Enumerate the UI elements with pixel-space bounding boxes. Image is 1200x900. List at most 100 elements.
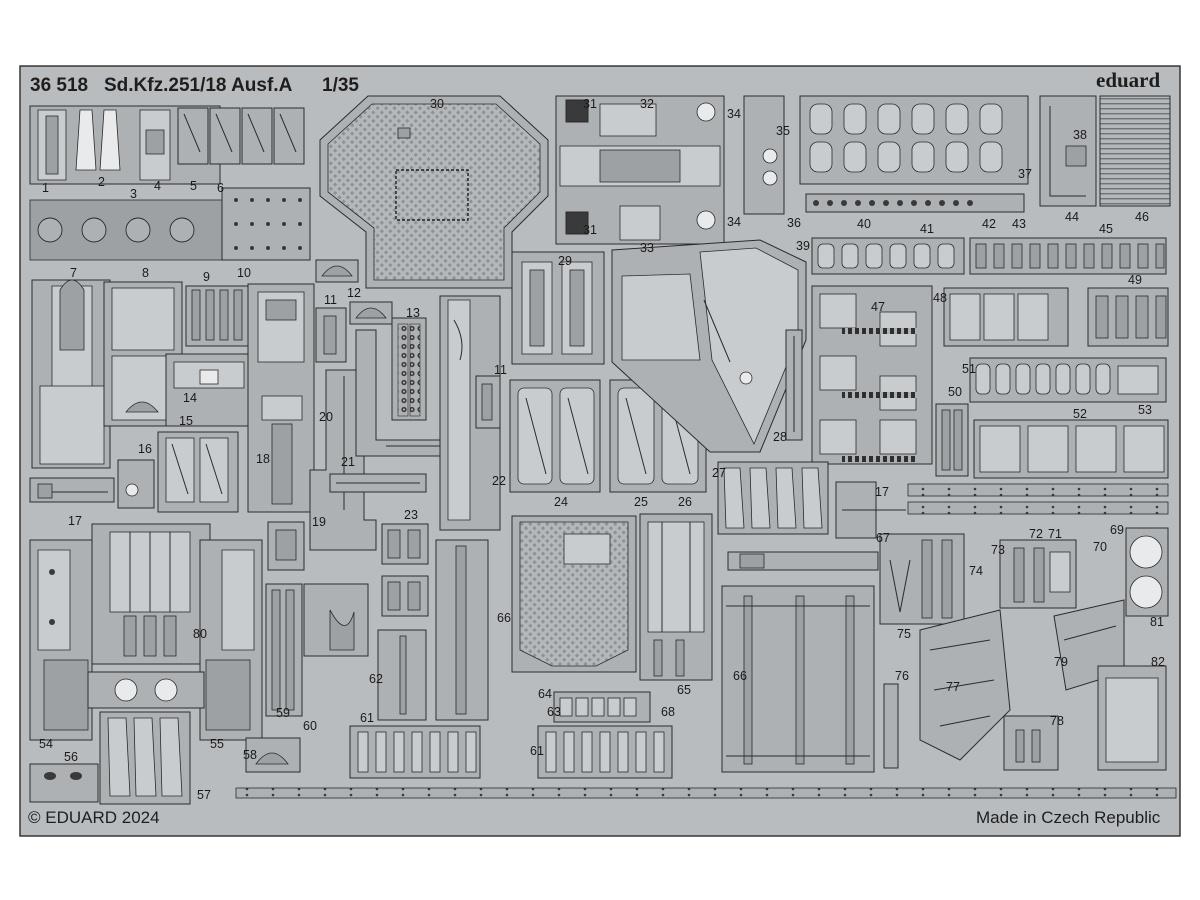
part-label-l1: 1 <box>42 181 49 195</box>
part-label-l13: 13 <box>406 306 420 320</box>
part-30-mesh-plate <box>315 95 549 325</box>
parts-35-38-40-group <box>743 95 1097 215</box>
part-label-l30: 30 <box>430 97 444 111</box>
part-label-l12: 12 <box>347 286 361 300</box>
parts-11-13-21-23-group <box>265 295 501 721</box>
part-label-l61b: 61 <box>530 744 544 758</box>
part-label-l48: 48 <box>933 291 947 305</box>
part-label-l50: 50 <box>948 385 962 399</box>
product-number: 36 518 <box>30 75 88 96</box>
part-label-l56: 56 <box>64 750 78 764</box>
part-label-l65: 65 <box>677 683 691 697</box>
part-label-l8: 8 <box>142 266 149 280</box>
part-label-l15: 15 <box>179 414 193 428</box>
parts-61-strips <box>349 725 673 779</box>
part-label-l44: 44 <box>1065 210 1079 224</box>
part-label-l6: 6 <box>217 181 224 195</box>
part-label-l49: 49 <box>1128 273 1142 287</box>
part-label-l2: 2 <box>98 175 105 189</box>
part-label-l14: 14 <box>183 391 197 405</box>
part-label-l73: 73 <box>991 543 1005 557</box>
part-46-grille <box>1099 95 1171 207</box>
part-label-l23: 23 <box>404 508 418 522</box>
part-label-l71: 71 <box>1048 527 1062 541</box>
kit-name: Sd.Kfz.251/18 Ausf.A <box>104 75 293 96</box>
part-label-l52: 52 <box>1073 407 1087 421</box>
part-label-l43: 43 <box>1012 217 1026 231</box>
part-27-67-group <box>717 461 1169 571</box>
part-label-l61a: 61 <box>360 711 374 725</box>
copyright-text: © EDUARD 2024 <box>28 808 160 827</box>
part-label-l58: 58 <box>243 748 257 762</box>
part-label-l77: 77 <box>946 680 960 694</box>
part-label-l40: 40 <box>857 217 871 231</box>
bottom-sprue-bar <box>235 787 1177 799</box>
part-label-l66a: 66 <box>497 611 511 625</box>
part-label-l29: 29 <box>558 254 572 268</box>
part-label-l24: 24 <box>554 495 568 509</box>
part-label-l79: 79 <box>1054 655 1068 669</box>
part-label-l62: 62 <box>369 672 383 686</box>
part-label-l34b: 34 <box>727 215 741 229</box>
part-label-l39: 39 <box>796 239 810 253</box>
part-label-l46: 46 <box>1135 210 1149 224</box>
part-label-l20: 20 <box>319 410 333 424</box>
part-label-l47: 47 <box>871 300 885 314</box>
part-label-l22: 22 <box>492 474 506 488</box>
part-label-l10: 10 <box>237 266 251 280</box>
part-label-l5: 5 <box>190 179 197 193</box>
part-label-l55: 55 <box>210 737 224 751</box>
part-label-l11a: 11 <box>324 293 337 307</box>
part-label-l38: 38 <box>1073 128 1087 142</box>
part-label-l35: 35 <box>776 124 790 138</box>
parts-31-34-group <box>555 95 725 245</box>
part-label-l33: 33 <box>640 241 654 255</box>
part-label-l37: 37 <box>1018 167 1032 181</box>
part-39-shield <box>611 239 807 453</box>
parts-69-82-group <box>879 527 1169 771</box>
part-label-l63: 63 <box>547 705 561 719</box>
parts-47-53-group <box>811 285 1169 479</box>
part-label-l27: 27 <box>712 466 726 480</box>
part-label-l53: 53 <box>1138 403 1152 417</box>
part-66-frame <box>721 585 875 773</box>
part-label-l54: 54 <box>39 737 53 751</box>
part-label-l25: 25 <box>634 495 648 509</box>
part-label-l32: 32 <box>640 97 654 111</box>
part-label-l21: 21 <box>341 455 355 469</box>
part-label-l66b: 66 <box>733 669 747 683</box>
part-label-l9: 9 <box>203 270 210 284</box>
part-label-l82: 82 <box>1151 655 1165 669</box>
part-label-l28: 28 <box>773 430 787 444</box>
eduard-logo: eduard <box>1096 68 1161 92</box>
scale-label: 1/35 <box>322 75 359 96</box>
part-label-l11b: 11 <box>494 363 507 377</box>
part-label-l16: 16 <box>138 442 152 456</box>
part-label-l78: 78 <box>1050 714 1064 728</box>
part-label-l17b: 17 <box>875 485 889 499</box>
part-label-l17a: 17 <box>68 514 82 528</box>
part-label-l4: 4 <box>154 179 161 193</box>
part-label-l60: 60 <box>303 719 317 733</box>
part-label-l57: 57 <box>197 788 211 802</box>
parts-7-20-group <box>29 279 315 513</box>
part-label-l69: 69 <box>1110 523 1124 537</box>
part-label-l75: 75 <box>897 627 911 641</box>
part-label-l45: 45 <box>1099 222 1113 236</box>
part-label-l41: 41 <box>920 222 934 236</box>
part-label-l19: 19 <box>312 515 326 529</box>
part-label-l36: 36 <box>787 216 801 230</box>
parts-41-45-group <box>811 237 1167 275</box>
part-label-l31b: 31 <box>583 223 597 237</box>
part-label-l68: 68 <box>661 705 675 719</box>
part-label-l51: 51 <box>962 362 976 376</box>
part-label-l7: 7 <box>70 266 77 280</box>
part-label-l3: 3 <box>130 187 137 201</box>
part-label-l26: 26 <box>678 495 692 509</box>
part-label-l34a: 34 <box>727 107 741 121</box>
part-label-l59: 59 <box>276 706 290 720</box>
part-label-l67: 67 <box>876 531 890 545</box>
parts-54-57-80-group <box>29 523 263 805</box>
